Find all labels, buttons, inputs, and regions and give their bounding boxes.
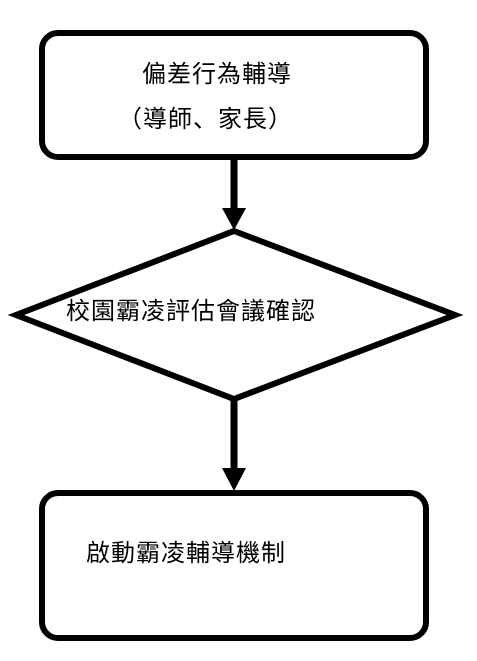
step1-label-line1: 偏差行為輔導 bbox=[142, 60, 292, 88]
step2-label: 啟動霸凌輔導機制 bbox=[86, 539, 286, 567]
process-box-behavior-counseling bbox=[39, 30, 429, 160]
arrowhead-1 bbox=[222, 208, 246, 230]
arrowhead-2 bbox=[222, 468, 246, 491]
decision-label: 校園霸凌評估會議確認 bbox=[66, 297, 316, 325]
step1-label-line2: （導師、家長） bbox=[118, 105, 293, 133]
process-box-start-mechanism bbox=[39, 490, 429, 641]
